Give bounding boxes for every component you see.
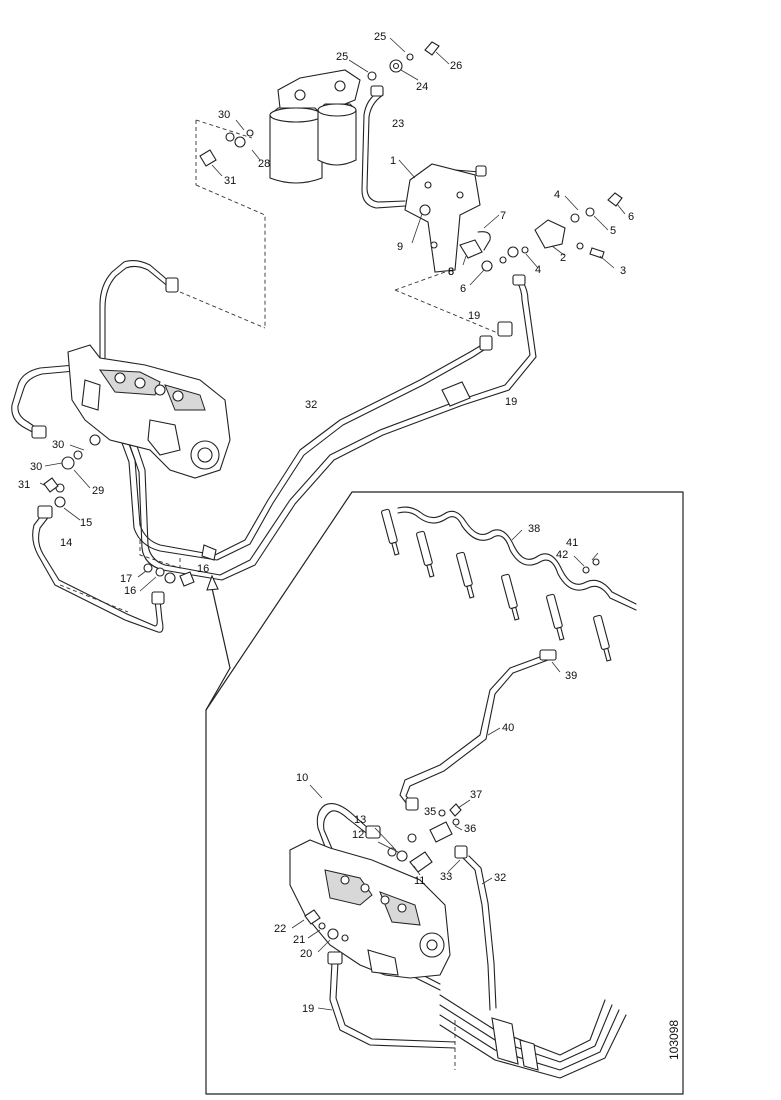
callout-6c: 6 xyxy=(460,283,466,295)
callout-20: 20 xyxy=(300,948,312,960)
pipe-27 xyxy=(99,259,266,363)
callout-25a: 25 xyxy=(374,31,386,43)
callout-labels: 1 2 3 4 4 5 6 6 6 7 8 9 19 19 23 24 25 2… xyxy=(18,31,681,1060)
callout-9: 9 xyxy=(397,241,403,253)
callout-32a: 32 xyxy=(305,399,317,411)
callout-30b: 30 xyxy=(52,439,64,451)
callout-6a: 6 xyxy=(628,211,634,223)
callout-42: 42 xyxy=(556,549,568,561)
callout-19a: 19 xyxy=(468,310,480,322)
figure-id: 103098 xyxy=(667,1020,681,1060)
callout-16b: 16 xyxy=(124,585,136,597)
callout-22: 22 xyxy=(274,923,286,935)
callout-16a: 16 xyxy=(197,563,209,575)
callout-11: 11 xyxy=(414,875,425,887)
callout-1: 1 xyxy=(390,155,396,167)
pipe-32-lower xyxy=(462,855,497,1011)
callout-23: 23 xyxy=(392,118,404,130)
callout-28: 28 xyxy=(258,158,270,170)
callout-17: 17 xyxy=(120,573,132,585)
filter-fittings xyxy=(348,37,450,81)
dashed-group-28-31 xyxy=(195,119,266,328)
callout-30c: 30 xyxy=(30,461,42,473)
inset-pointer-arrow xyxy=(205,574,231,711)
valve-parts-2-9 xyxy=(398,159,626,286)
fittings-11-13-33-37 xyxy=(374,799,471,876)
pipe-14 xyxy=(32,505,165,633)
injection-pump-upper xyxy=(67,344,231,479)
pipe-23 xyxy=(361,85,406,209)
callout-36: 36 xyxy=(464,823,476,835)
callout-19b: 19 xyxy=(505,396,517,408)
callout-21: 21 xyxy=(293,934,305,946)
callout-26: 26 xyxy=(450,60,462,72)
callout-10: 10 xyxy=(296,772,308,784)
callout-24: 24 xyxy=(416,81,428,93)
callout-40: 40 xyxy=(502,722,514,734)
injectors-row xyxy=(381,508,612,662)
inset-frame xyxy=(205,491,684,1095)
dashed-link-bracket xyxy=(394,271,446,291)
callout-8: 8 xyxy=(448,266,454,278)
fittings-29-31 xyxy=(39,434,101,521)
fittings-16-17 xyxy=(137,540,217,592)
callout-13: 13 xyxy=(354,814,366,826)
callout-38: 38 xyxy=(528,523,540,535)
callout-14: 14 xyxy=(60,537,72,549)
leakoff-pipe-38 xyxy=(397,506,637,611)
callout-19c: 19 xyxy=(302,1003,314,1015)
callout-25b: 25 xyxy=(336,51,348,63)
callout-7: 7 xyxy=(500,210,506,222)
callout-2: 2 xyxy=(560,252,566,264)
callout-33: 33 xyxy=(440,871,452,883)
pipe-32-upper xyxy=(91,335,493,561)
callout-37: 37 xyxy=(470,789,482,801)
pipe-39-40 xyxy=(399,649,561,811)
callout-39: 39 xyxy=(565,670,577,682)
callout-15: 15 xyxy=(80,517,92,529)
pipe-19-lower xyxy=(317,951,456,1070)
callout-4a: 4 xyxy=(554,189,560,201)
fuel-filter-assembly xyxy=(269,69,361,184)
pipe-19-upper xyxy=(123,274,537,581)
callout-6b: 6 xyxy=(448,266,454,278)
callout-12: 12 xyxy=(352,829,364,841)
callout-35: 35 xyxy=(424,806,436,818)
callout-3: 3 xyxy=(620,265,626,277)
injection-pump-lower xyxy=(289,839,451,979)
callout-29: 29 xyxy=(92,485,104,497)
bracket-1 xyxy=(404,163,487,273)
callout-5: 5 xyxy=(610,225,616,237)
callout-31b: 31 xyxy=(18,479,30,491)
callout-31a: 31 xyxy=(224,175,236,187)
pipe-bundle-clamp xyxy=(439,994,627,1079)
callout-30a: 30 xyxy=(218,109,230,121)
callout-4b: 4 xyxy=(535,264,541,276)
dashed-link-19 xyxy=(394,289,501,335)
fittings-20-22 xyxy=(291,909,349,953)
callout-32b: 32 xyxy=(494,872,506,884)
pipe-left-loop xyxy=(11,364,76,439)
callout-41: 41 xyxy=(566,537,578,549)
